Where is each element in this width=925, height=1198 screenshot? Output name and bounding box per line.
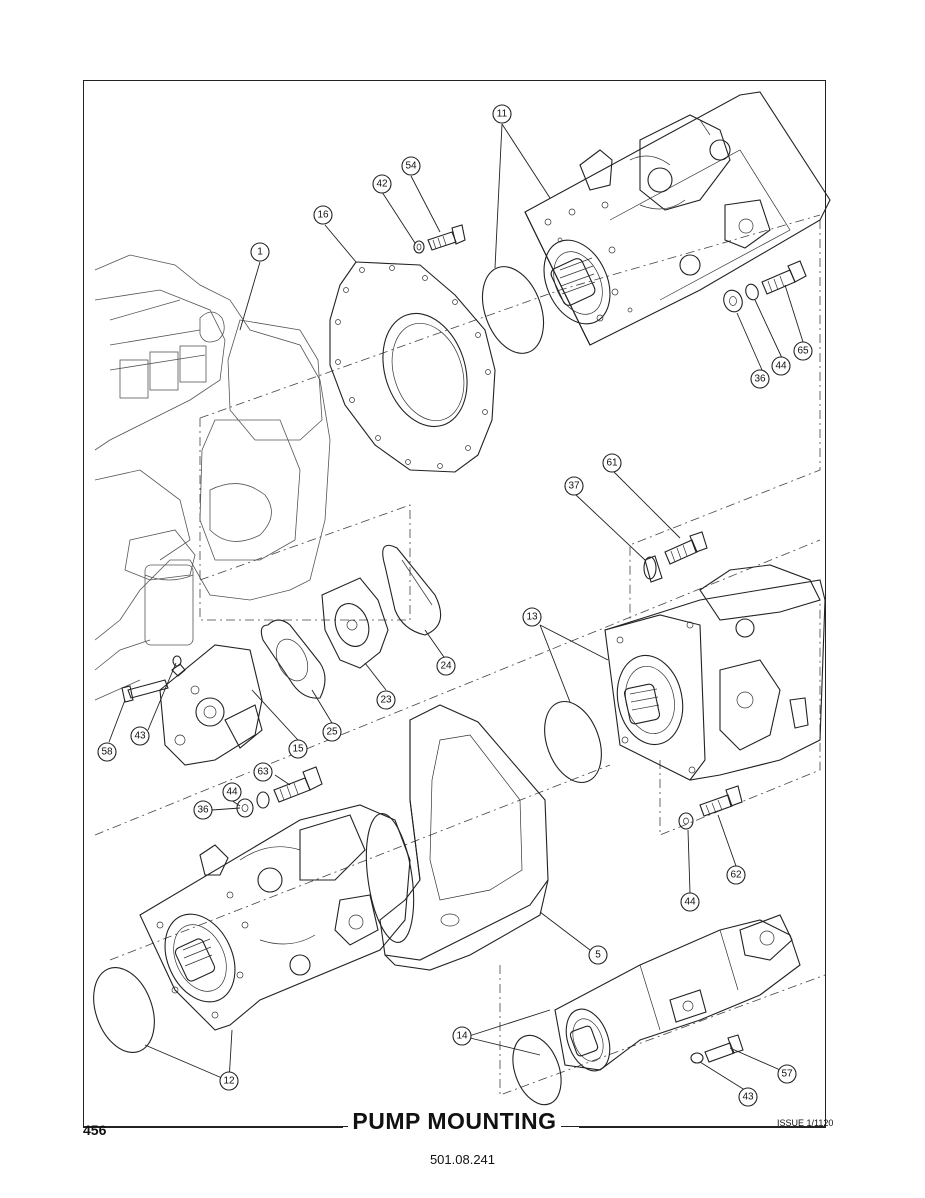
callout-24: 24 (436, 656, 456, 676)
document-reference: 501.08.241 (429, 1152, 496, 1167)
gear-pump (554, 914, 801, 1072)
lower-pump (139, 804, 415, 1031)
svg-text:12: 12 (223, 1076, 235, 1087)
svg-text:44: 44 (226, 787, 238, 798)
svg-text:1: 1 (257, 247, 263, 258)
svg-text:43: 43 (134, 731, 146, 742)
o-rings (93, 266, 602, 1106)
page-number: 456 (83, 1122, 107, 1138)
svg-text:11: 11 (497, 109, 508, 120)
callout-25: 25 (322, 722, 342, 742)
callout-36: 36 (750, 369, 770, 389)
callout-1: 1 (250, 242, 270, 262)
callout-15: 15 (288, 739, 308, 759)
engine-block (94, 254, 331, 701)
callout-16: 16 (313, 205, 333, 225)
callout-54: 54 (401, 156, 421, 176)
callout-58: 58 (97, 742, 117, 762)
callout-44: 44 (771, 356, 791, 376)
middle-pump (604, 564, 826, 781)
callout-labels: 1 5 11 12 13 14 15 16 23 24 25 36 36 37 … (97, 104, 813, 1107)
lower-hardware (236, 766, 323, 818)
svg-text:24: 24 (440, 661, 452, 672)
svg-text:43: 43 (742, 1092, 754, 1103)
callout-43-lower: 43 (738, 1087, 758, 1107)
page-title: PUMP MOUNTING (83, 1108, 826, 1135)
mounting-bracket (379, 704, 549, 971)
left-pump (121, 644, 263, 766)
flywheel-plate (329, 261, 496, 473)
callout-37: 37 (564, 476, 584, 496)
callout-44-middle: 44 (680, 892, 700, 912)
svg-text:62: 62 (730, 870, 742, 881)
callout-12: 12 (219, 1071, 239, 1091)
alignment-lines (94, 214, 826, 1096)
title-rule-right (579, 1127, 826, 1128)
callout-43: 43 (130, 726, 150, 746)
svg-text:15: 15 (292, 744, 304, 755)
svg-text:58: 58 (101, 747, 113, 758)
leader-lines (108, 123, 804, 1093)
svg-text:36: 36 (754, 374, 766, 385)
callout-57: 57 (777, 1064, 797, 1084)
callout-62: 62 (726, 865, 746, 885)
title-rule-left (83, 1127, 343, 1128)
svg-text:37: 37 (568, 481, 580, 492)
svg-text:61: 61 (606, 458, 618, 469)
upper-pump (524, 91, 831, 346)
callout-5: 5 (588, 945, 608, 965)
svg-text:44: 44 (775, 361, 787, 372)
svg-text:65: 65 (797, 346, 809, 357)
callout-13: 13 (522, 607, 542, 627)
svg-text:63: 63 (257, 767, 269, 778)
title-bar: PUMP MOUNTING (83, 1108, 826, 1144)
callout-61: 61 (602, 453, 622, 473)
svg-text:23: 23 (380, 695, 392, 706)
svg-text:13: 13 (526, 612, 538, 623)
svg-text:42: 42 (376, 179, 388, 190)
svg-text:25: 25 (326, 727, 338, 738)
svg-text:14: 14 (456, 1031, 468, 1042)
callout-65: 65 (793, 341, 813, 361)
adapter-gaskets (260, 544, 442, 699)
svg-text:54: 54 (405, 161, 417, 172)
callout-36-lower: 36 (193, 800, 213, 820)
middle-hardware (643, 531, 743, 830)
svg-text:5: 5 (595, 950, 601, 961)
callout-44-lower: 44 (222, 782, 242, 802)
svg-text:16: 16 (317, 210, 329, 221)
svg-text:57: 57 (781, 1069, 793, 1080)
callout-63: 63 (253, 762, 273, 782)
callout-14: 14 (452, 1026, 472, 1046)
issue-label: ISSUE 1/1120 (777, 1118, 834, 1128)
upper-hardware (413, 224, 807, 313)
callout-23: 23 (376, 690, 396, 710)
callout-11: 11 (492, 104, 512, 124)
callout-42: 42 (372, 174, 392, 194)
svg-text:44: 44 (684, 897, 696, 908)
svg-text:36: 36 (197, 805, 209, 816)
